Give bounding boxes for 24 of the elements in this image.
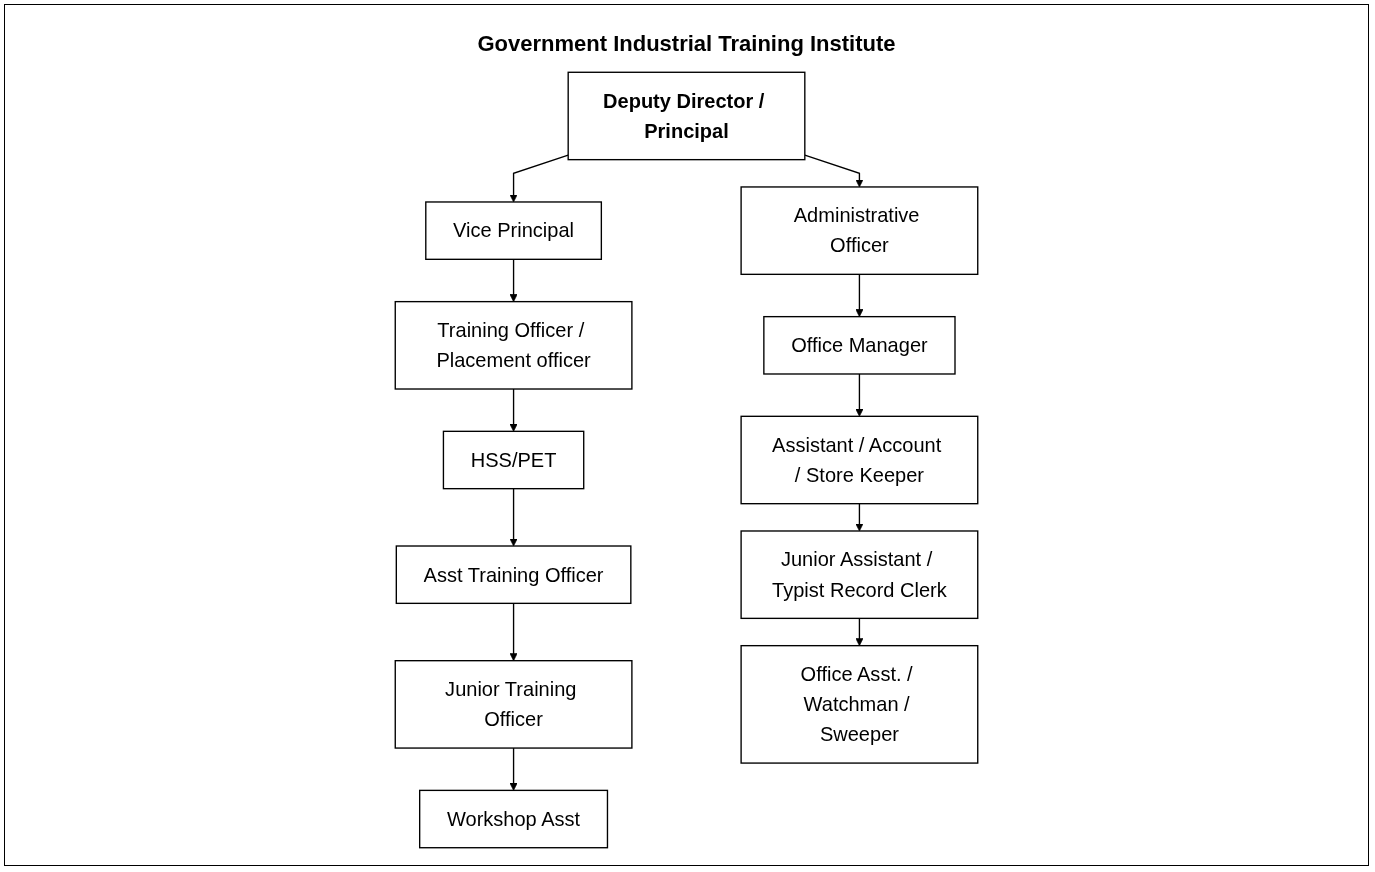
node-box: Workshop Asst (419, 789, 609, 849)
node-box: Asst Training Officer (395, 545, 632, 605)
node-box: HSS/PET (442, 430, 585, 490)
node-box: Deputy Director / Principal (567, 71, 806, 161)
arrow (855, 617, 864, 647)
diagram-title: Government Industrial Training Institute (477, 31, 896, 57)
arrow (855, 373, 864, 417)
arrow (855, 503, 864, 532)
arrow (509, 602, 518, 662)
node-box: Vice Principal (425, 201, 603, 260)
node-box: Administrative Officer (740, 186, 979, 275)
node-box: Office Manager (763, 315, 956, 375)
arrow (509, 488, 518, 547)
node-box: Junior Assistant / Typist Record Clerk (740, 530, 979, 620)
arrow (509, 747, 518, 791)
arrow (855, 273, 864, 317)
node-box: Office Asst. / Watchman / Sweeper (740, 645, 979, 764)
arrow (509, 154, 569, 203)
arrow (804, 154, 864, 188)
arrow (509, 388, 518, 432)
arrow (509, 258, 518, 302)
node-box: Junior Training Officer (394, 660, 633, 749)
node-box: Training Officer / Placement officer (394, 300, 633, 390)
node-box: Assistant / Account / Store Keeper (740, 415, 979, 505)
